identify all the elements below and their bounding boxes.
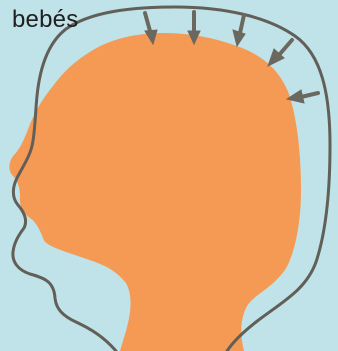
diagram-label: bebés bbox=[12, 6, 78, 34]
arrow-down-icon bbox=[233, 15, 245, 46]
arrow-down-icon bbox=[268, 40, 292, 66]
arrow-down-icon bbox=[287, 90, 318, 103]
baby-head-silhouette bbox=[9, 33, 301, 351]
